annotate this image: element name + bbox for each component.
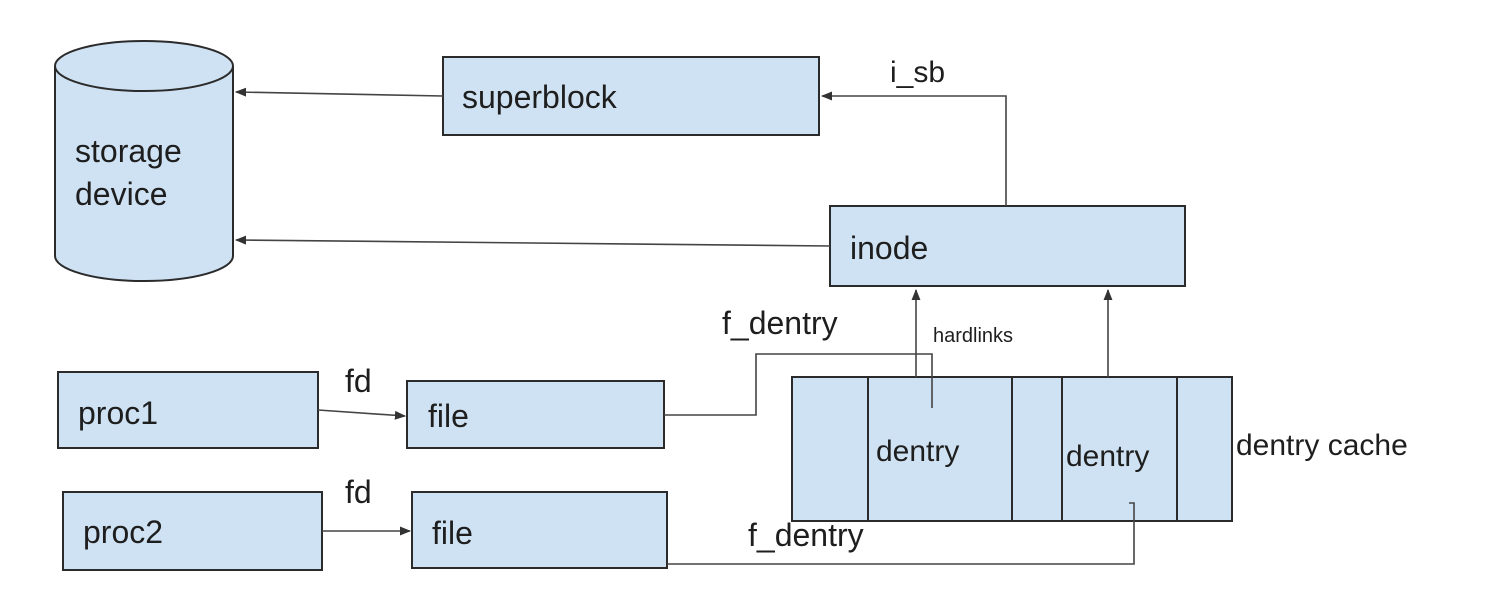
- dentry1-label: dentry: [876, 435, 959, 468]
- inode-box: [829, 205, 1186, 287]
- proc1-box: [57, 371, 319, 449]
- edge-label-fd-bottom: fd: [345, 474, 372, 510]
- proc2-node: proc2: [62, 491, 323, 571]
- edge-label-i-sb: i_sb: [890, 56, 945, 89]
- edge-proc1-to-file1: [317, 409, 407, 420]
- proc1-label: proc1: [78, 395, 158, 431]
- inode-node: inode: [829, 205, 1186, 287]
- edge-inode-to-storage: [234, 235, 831, 247]
- superblock-label: superblock: [462, 79, 618, 115]
- edge-label-hardlinks: hardlinks: [933, 325, 1013, 347]
- edge-label-f-dentry-top: f_dentry: [722, 305, 838, 341]
- storage-cylinder-body: [54, 66, 234, 282]
- dentry-cache-node: dentry dentry: [791, 376, 1233, 522]
- storage-cylinder-top: [54, 40, 234, 92]
- file2-node: file: [411, 491, 668, 569]
- proc1-node: proc1: [57, 371, 319, 449]
- storage-device-node: storage device: [54, 40, 234, 282]
- file1-box: [406, 380, 665, 449]
- edge-superblock-to-storage: [234, 87, 444, 97]
- edge-label-fd-top: fd: [345, 363, 372, 399]
- edge-file2-to-dentry2: [667, 502, 1135, 565]
- inode-label: inode: [850, 230, 928, 266]
- file2-box: [411, 491, 668, 569]
- file2-label: file: [432, 515, 473, 551]
- edge-label-f-dentry-bottom: f_dentry: [748, 517, 864, 553]
- proc2-label: proc2: [83, 514, 163, 550]
- edge-file1-to-dentry1: [664, 353, 933, 416]
- superblock-box: [442, 56, 820, 136]
- storage-device-label-line1: storage: [75, 133, 182, 169]
- file1-label: file: [428, 398, 469, 434]
- superblock-node: superblock: [442, 56, 820, 136]
- storage-device-label-line2: device: [75, 176, 168, 212]
- file1-node: file: [406, 380, 665, 449]
- dentry2-label: dentry: [1066, 440, 1149, 473]
- dentry-cache-label: dentry cache: [1236, 429, 1408, 462]
- edge-inode-to-superblock: [820, 91, 1007, 206]
